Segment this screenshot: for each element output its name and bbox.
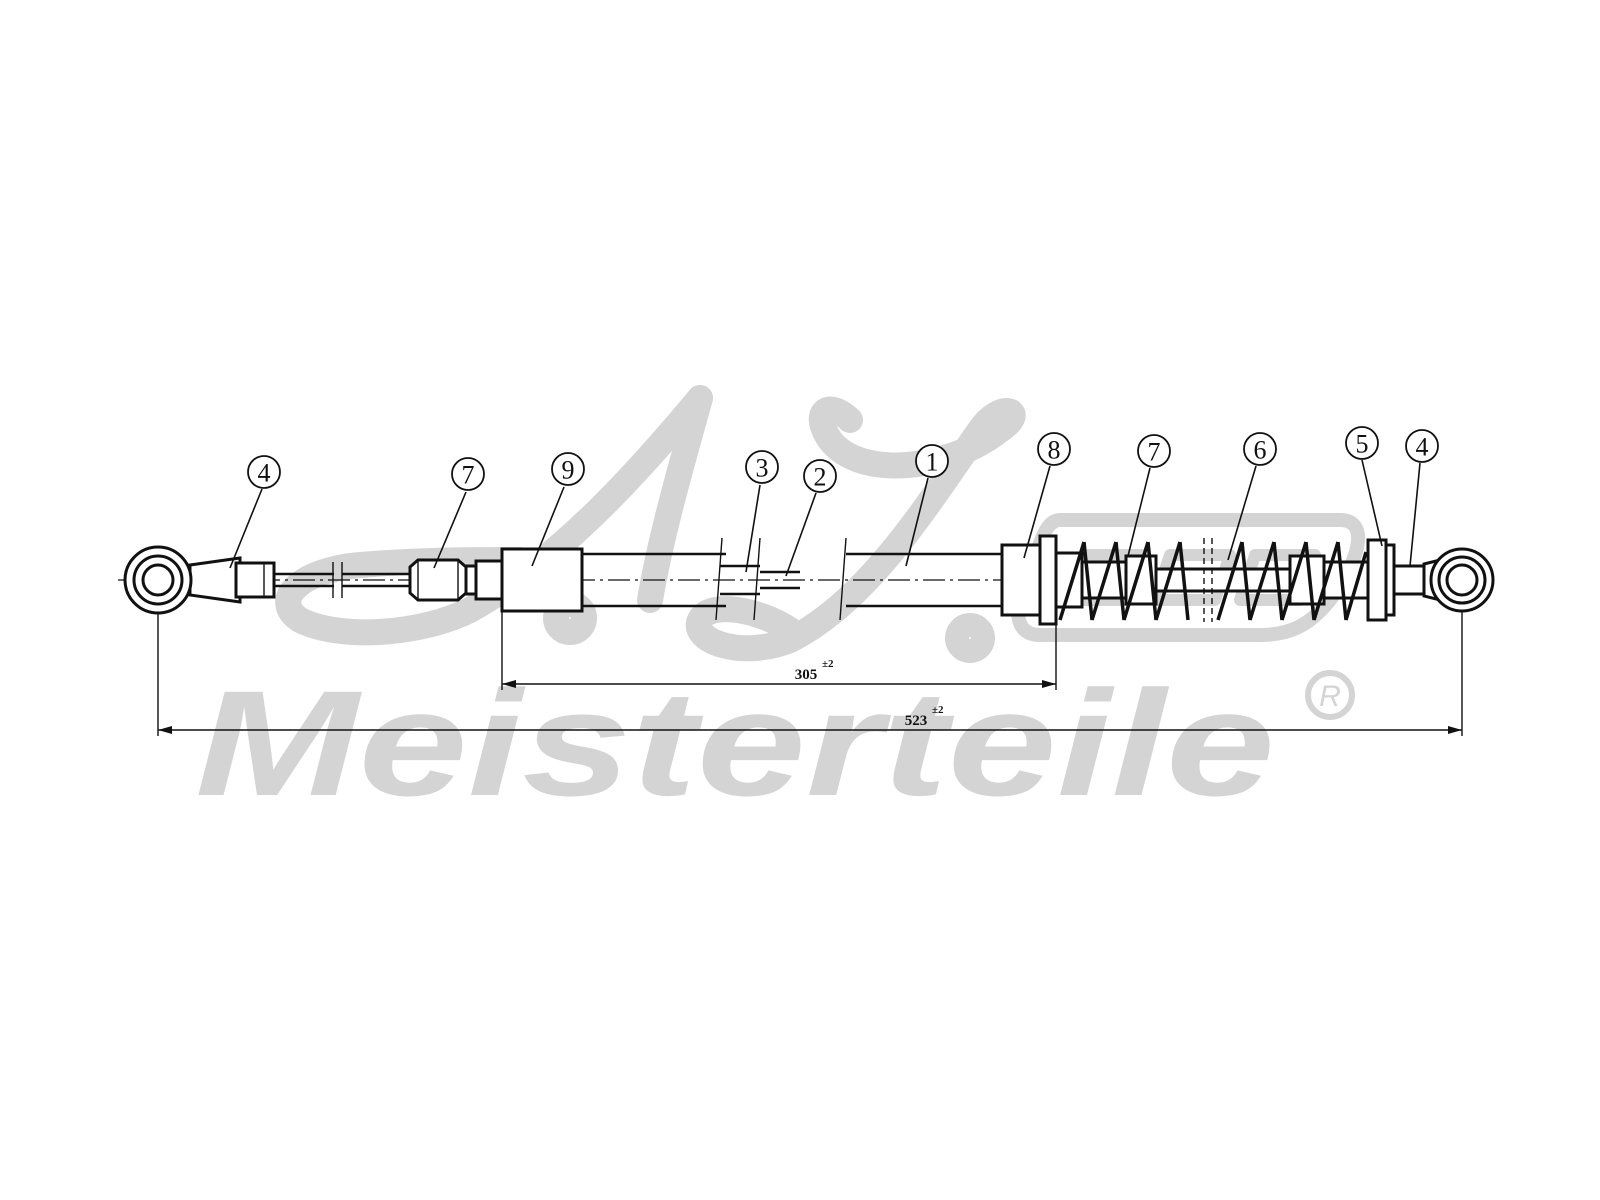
dimension-inner-value: 305 bbox=[795, 667, 818, 683]
dimension-overall-length: 523 ±2 bbox=[157, 612, 1463, 736]
leader-lines bbox=[229, 459, 1421, 577]
svg-text:9: 9 bbox=[562, 456, 575, 485]
balloon-part-4-left: 4 bbox=[247, 455, 281, 489]
svg-text:4: 4 bbox=[258, 459, 271, 488]
dimension-inner-length: 305 ±2 bbox=[501, 612, 1057, 690]
balloon-part-9: 9 bbox=[551, 452, 585, 486]
balloon-part-1: 1 bbox=[915, 444, 949, 478]
svg-text:2: 2 bbox=[814, 463, 827, 492]
end-fitting bbox=[1000, 534, 1058, 626]
spring-assembly bbox=[1054, 538, 1396, 622]
balloon-part-3: 3 bbox=[745, 450, 779, 484]
outer-sleeve bbox=[474, 547, 584, 613]
dimension-inner-tolerance: ±2 bbox=[822, 658, 834, 670]
svg-text:7: 7 bbox=[462, 461, 475, 490]
brand-watermark: Meisterteile R bbox=[195, 385, 1366, 827]
svg-text:R: R bbox=[1319, 680, 1341, 713]
balloon-part-6: 6 bbox=[1243, 432, 1277, 466]
svg-text:3: 3 bbox=[756, 454, 769, 483]
brand-name-text: Meisterteile bbox=[195, 659, 1275, 827]
dimension-overall-tolerance: ±2 bbox=[932, 704, 944, 716]
balloon-part-5: 5 bbox=[1345, 426, 1379, 460]
svg-text:6: 6 bbox=[1254, 436, 1267, 465]
balloon-part-8: 8 bbox=[1037, 432, 1071, 466]
svg-text:4: 4 bbox=[1416, 433, 1429, 462]
svg-text:8: 8 bbox=[1048, 436, 1061, 465]
dimension-overall-value: 523 bbox=[905, 713, 928, 729]
svg-text:1: 1 bbox=[926, 448, 939, 477]
left-eye-terminal bbox=[123, 545, 276, 615]
balloon-part-4-right: 4 bbox=[1405, 429, 1439, 463]
balloon-part-2: 2 bbox=[803, 459, 837, 493]
outer-casing bbox=[582, 537, 1002, 621]
svg-text:5: 5 bbox=[1356, 430, 1369, 459]
left-inner-cable bbox=[274, 562, 410, 598]
svg-text:7: 7 bbox=[1148, 438, 1161, 467]
left-ferrule bbox=[408, 558, 478, 602]
balloon-part-7-left: 7 bbox=[451, 457, 485, 491]
right-eye-terminal bbox=[1392, 547, 1495, 613]
registered-mark: R bbox=[1305, 670, 1355, 720]
balloon-part-7-right: 7 bbox=[1137, 434, 1171, 468]
